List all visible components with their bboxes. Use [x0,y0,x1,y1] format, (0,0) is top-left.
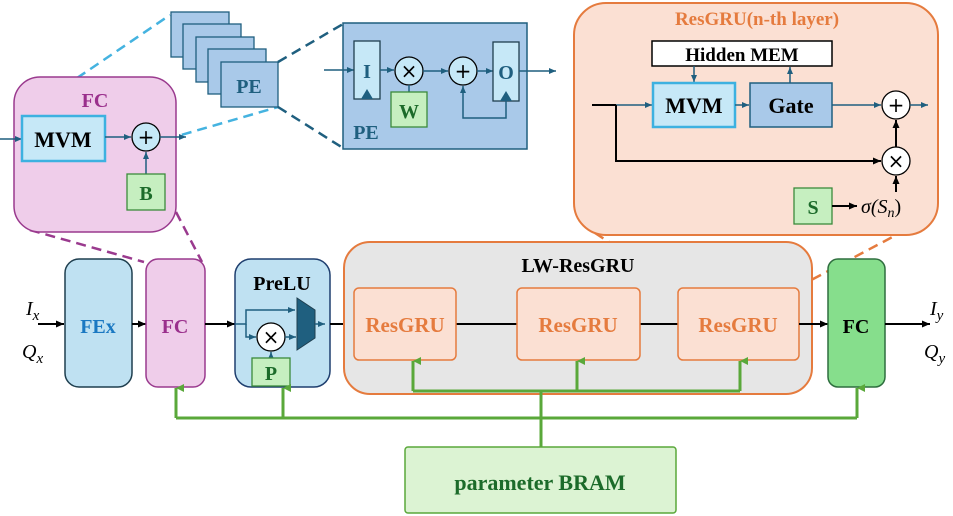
input-q-subscript: x [35,351,43,367]
parameter-bram-block [404,446,677,514]
scale-block [793,187,833,225]
parameter-bram: parameter BRAM [404,446,677,514]
prelu-bypass-path [235,307,295,325]
output-q-text: Q [924,341,939,363]
parameter-bus [174,357,865,447]
fc-bias-block [126,173,166,211]
fc-zoom-line-left [29,228,145,264]
pe-output-register-clock [500,91,512,101]
hidden-mem-block [651,40,833,67]
resgru-mvm-label: MVM [665,93,723,118]
output-q-label: Qy [924,341,945,367]
pe-stack-front [220,61,279,108]
mvm-zoom-line-top [23,13,171,116]
hidden-mem-label: Hidden MEM [685,45,799,66]
resgru-detail-title: ResGRU(n-th layer) [675,9,839,30]
input-i-text: I [25,298,34,320]
prelu-label: PreLU [253,273,310,295]
resgru-block-1 [353,287,457,361]
prelu-mux-icon [296,297,316,351]
resgru-mvm-block [651,81,737,129]
prelu-param-block [251,357,291,387]
prelu-param-label: P [265,363,277,385]
resgru-detail-panel: ResGRU(n-th layer) Hidden MEM MVM Gate +… [573,2,939,236]
pe-input-register-clock [361,89,373,99]
input-q-label: Qx [22,341,43,367]
pe-detail-panel: PE I × W + O [324,22,556,150]
lw-resgru-label: LW-ResGRU [522,255,635,277]
pe-weight-label: W [399,101,419,123]
fc-output-label: FC [843,316,870,338]
input-i-label: Ix [25,298,40,324]
input-i-subscript: x [32,308,40,324]
resgru-multiplier-symbol: × [888,149,905,173]
scale-label: S [807,197,818,219]
mvm-zoom-line-bottom [104,105,279,159]
fc-mvm-block [20,114,107,163]
pe-output-register-label: O [498,62,514,84]
pe-stack: PE [170,11,279,108]
prelu-multiplier-symbol: × [263,325,280,349]
fc-zoom-line-right [174,211,204,263]
pe-zoom-line-bottom [277,105,344,150]
gate-label: Gate [768,93,813,118]
pe-adder-symbol: + [455,59,472,83]
output-q-subscript: y [936,351,945,367]
output-i-label: Iy [929,298,944,324]
resgru-block-2-label: ResGRU [538,313,617,337]
sigma-expression: σ(Sn) [861,196,901,221]
input-q-text: Q [22,341,37,363]
fex-label: FEx [80,316,116,338]
pe-detail-label: PE [353,122,379,144]
residual-path [615,105,881,165]
fc-detail-title: FC [82,90,109,112]
sigma-text: σ(S [861,196,888,218]
fc-mvm-label: MVM [34,127,92,152]
fc-adder-symbol: + [138,125,155,149]
pe-stack-label: PE [236,76,262,98]
resgru-block-1-label: ResGRU [365,313,444,337]
resgru-block-3-label: ResGRU [698,313,777,337]
sigma-close: ) [895,196,902,218]
pe-input-register-label: I [363,61,371,83]
prelu-to-mult [245,324,256,340]
fc-detail-panel: FC MVM + B [0,76,186,233]
pe-weight-block [390,91,428,128]
pe-zoom-line-top [277,22,344,64]
sigma-subscript: n [888,206,895,221]
main-chain: Ix Qx FEx FC PreLU × P LW-ResGRU ResGRU … [22,241,945,395]
fc-input-label: FC [162,316,189,338]
output-i-text: I [929,298,938,320]
fc-bias-label: B [139,183,152,205]
output-i-subscript: y [935,308,944,324]
resgru-adder-symbol: + [888,93,905,117]
gate-block [749,82,833,128]
pe-feedback-loop [460,86,507,119]
pe-multiplier-symbol: × [401,59,418,83]
parameter-bram-label: parameter BRAM [454,470,625,495]
